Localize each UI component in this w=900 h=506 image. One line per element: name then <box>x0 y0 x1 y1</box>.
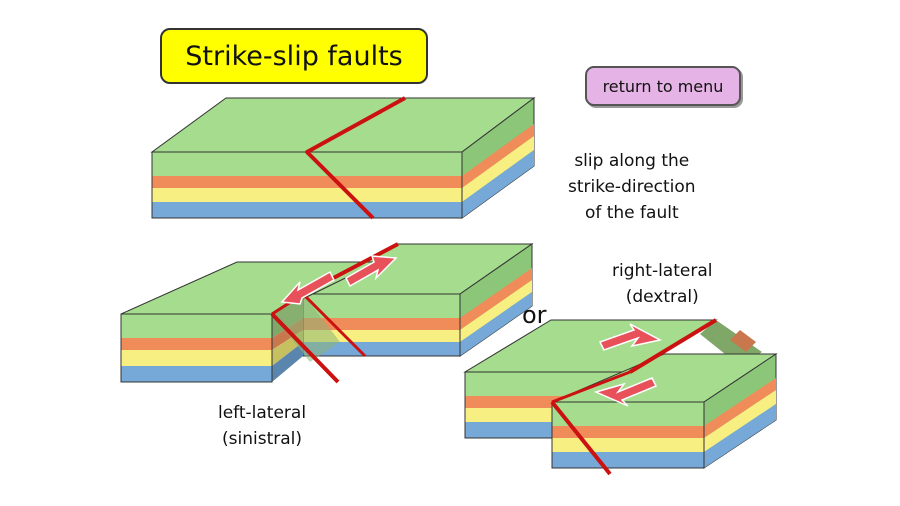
layer-yellow-side <box>462 136 534 202</box>
rl-front-orange <box>552 426 704 438</box>
fault-face-green-lower <box>272 294 340 362</box>
caption-line: of the fault <box>584 203 679 223</box>
front-layer-green <box>121 314 272 338</box>
caption-line: slip along the <box>574 151 690 171</box>
back-layer-green-front <box>303 294 460 318</box>
layer-blue-front <box>152 202 462 218</box>
layer-blue-side <box>462 150 534 218</box>
fault-line-left <box>270 312 340 384</box>
caption-line: (sinistral) <box>222 429 303 449</box>
block-left-lateral <box>120 242 534 384</box>
front-layer-orange <box>121 338 272 350</box>
rl-front-orange-side <box>704 378 776 438</box>
fault-line <box>305 96 406 220</box>
caption-line: right-lateral <box>612 261 713 281</box>
layer-orange-front <box>152 176 462 188</box>
page-title: Strike-slip faults <box>160 28 428 84</box>
caption-left-lateral: left-lateral (sinistral) <box>218 400 306 452</box>
block-unfaulted <box>150 96 536 220</box>
connector-or: or <box>522 301 547 329</box>
rl-fault-line-front <box>550 400 612 476</box>
back-layer-orange-side <box>460 268 532 330</box>
rl-front-blue-side <box>704 404 776 468</box>
caption-line: (dextral) <box>625 287 699 307</box>
back-layer-blue-side <box>460 292 532 356</box>
arrow-front-block-icon <box>593 377 658 407</box>
back-layer-yellow-side <box>460 280 532 342</box>
arrow-right-block-icon <box>345 255 398 288</box>
rl-fault-line-top <box>628 318 718 374</box>
page-title-text: Strike-slip faults <box>185 40 403 72</box>
return-to-menu-button[interactable]: return to menu <box>585 66 741 106</box>
caption-slip-description: slip along the strike-direction of the f… <box>568 148 696 226</box>
back-layer-blue-front <box>303 342 460 356</box>
front-layer-yellow <box>121 350 272 366</box>
layer-yellow-front <box>152 188 462 202</box>
rl-fault-line-step <box>551 370 631 404</box>
caption-right-lateral: right-lateral (dextral) <box>612 258 712 310</box>
return-to-menu-label: return to menu <box>602 76 724 96</box>
caption-line: left-lateral <box>218 403 307 423</box>
front-layer-blue <box>121 366 272 382</box>
rl-front-yellow-side <box>704 390 776 452</box>
front-outline <box>120 313 273 383</box>
back-layer-orange-front <box>303 318 460 330</box>
arrow-back-block-icon <box>598 323 663 351</box>
layer-orange-side <box>462 124 534 188</box>
caption-line: strike-direction <box>568 177 696 197</box>
rl-front-outline <box>551 401 705 469</box>
layer-green-front <box>152 152 462 176</box>
rl-front-blue <box>552 452 704 468</box>
rl-fault-face-orange <box>730 330 756 352</box>
block-right-lateral <box>463 318 778 476</box>
arrow-left-block-icon <box>280 270 335 305</box>
rl-front-yellow <box>552 438 704 452</box>
fault-face-blue <box>272 342 303 382</box>
